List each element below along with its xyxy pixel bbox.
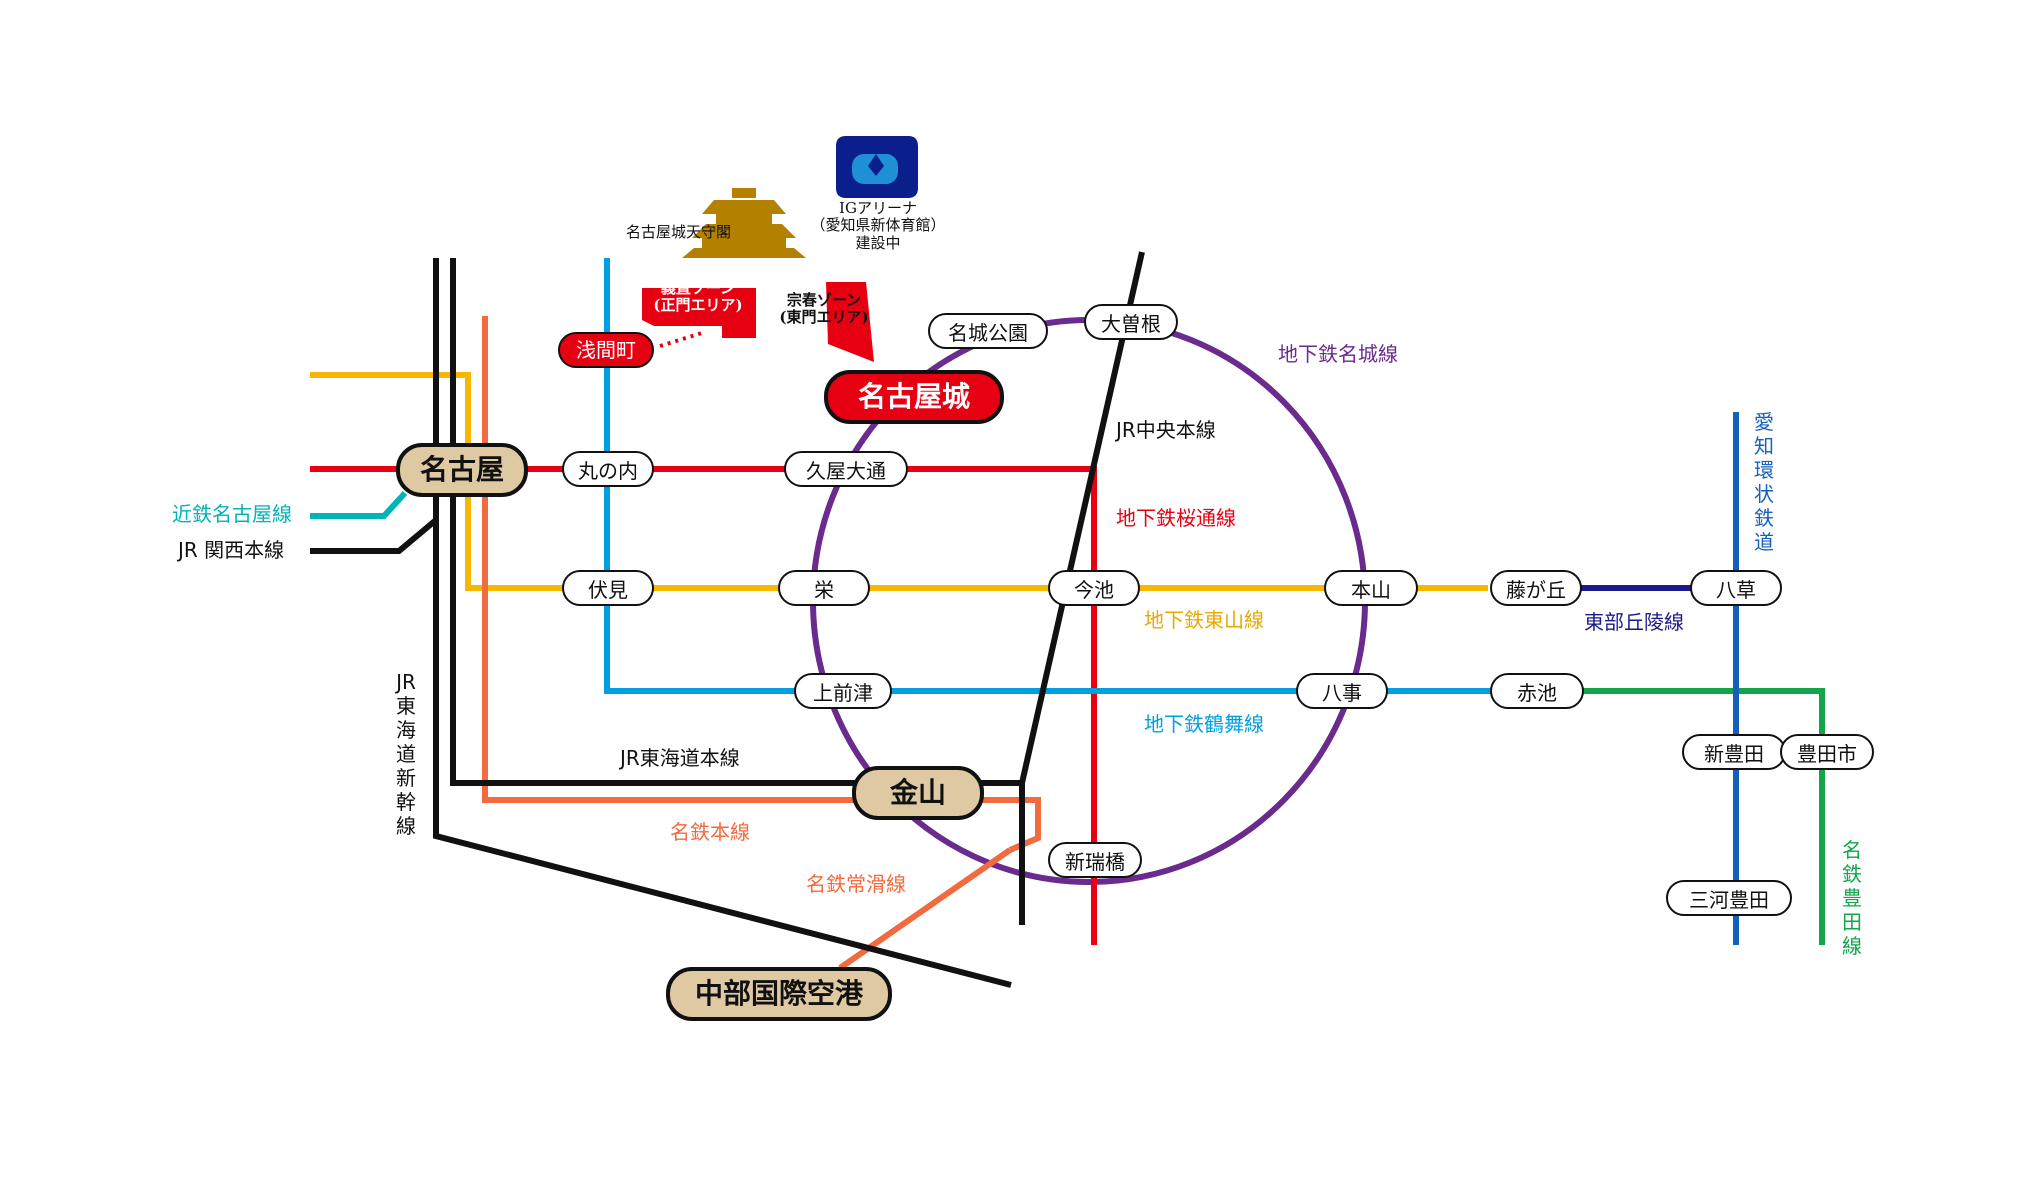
meitetsu-toyota-char: 線 [1842, 934, 1862, 958]
station-yagoto[interactable]: 八事 [1296, 673, 1388, 709]
ig-arena-label: IGアリーナ （愛知県新体育館） 建設中 [806, 199, 950, 252]
station-hisaya-odori[interactable]: 久屋大通 [784, 451, 908, 487]
shinkansen-char: 海 [396, 718, 416, 742]
castle-keep-icon [682, 188, 806, 258]
yoshinao-zone-label: 義直ゾーン (正門エリア) [646, 279, 750, 315]
tobu-kyuryo-line-label: 東部丘陵線 [1584, 610, 1684, 634]
muneharu-line2: (東門エリア) [779, 308, 869, 327]
station-kanayama[interactable]: 金山 [852, 766, 984, 820]
aikan-char: 状 [1754, 482, 1774, 506]
station-akaike[interactable]: 赤池 [1490, 673, 1584, 709]
meitetsu-toyota-char: 鉄 [1842, 862, 1862, 886]
station-nagoya[interactable]: 名古屋 [396, 443, 528, 497]
muneharu-zone-flag [826, 282, 874, 362]
muneharu-zone-label: 宗春ゾーン (東門エリア) [772, 291, 876, 327]
station-fujigaoka[interactable]: 藤が丘 [1490, 570, 1582, 606]
shinkansen-char: JR [396, 670, 416, 694]
meitetsu-toyota-char: 豊 [1842, 886, 1862, 910]
station-aratamabashi[interactable]: 新瑞橋 [1048, 842, 1142, 878]
station-marunouchi[interactable]: 丸の内 [562, 451, 654, 487]
station-chubu-airport[interactable]: 中部国際空港 [666, 967, 892, 1021]
station-meijo-koen[interactable]: 名城公園 [928, 313, 1048, 349]
jr-tokaido-line-label: JR東海道本線 [620, 746, 740, 770]
muneharu-line1: 宗春ゾーン [786, 291, 862, 309]
station-sengencho[interactable]: 浅間町 [558, 332, 654, 368]
jr-chuo-line-label: JR中央本線 [1116, 418, 1216, 442]
jr-shinkansen-line [433, 258, 1012, 988]
meitetsu-toyota-line-label: 名 鉄 豊 田 線 [1840, 838, 1864, 958]
higashiyama-line-label: 地下鉄東山線 [1144, 608, 1264, 632]
tsurumai-line [604, 258, 1582, 694]
aikan-char: 知 [1754, 434, 1774, 458]
meitetsu-main-line [482, 316, 1041, 853]
yoshinao-zone-flag [642, 288, 756, 338]
shinkansen-line-label: JR 東 海 道 新 幹 線 [394, 670, 418, 838]
station-fushimi[interactable]: 伏見 [562, 570, 654, 606]
tenshukaku-label: 名古屋城天守閣 [626, 223, 732, 241]
aikan-char: 愛 [1754, 410, 1774, 434]
jr-tokaido-line [450, 258, 1025, 925]
meitetsu-tokoname-line-label: 名鉄常滑線 [806, 872, 906, 896]
station-ozone[interactable]: 大曽根 [1084, 304, 1178, 340]
station-mikawa-toyota[interactable]: 三河豊田 [1666, 880, 1792, 916]
walk-connector [659, 330, 706, 348]
meijo-line-label: 地下鉄名城線 [1278, 342, 1398, 366]
station-yagusa[interactable]: 八草 [1690, 570, 1782, 606]
station-shin-toyota[interactable]: 新豊田 [1682, 734, 1786, 770]
ig-arena-line1: IGアリーナ [839, 199, 917, 217]
station-imaike[interactable]: 今池 [1048, 570, 1140, 606]
arena-icon [836, 136, 918, 198]
yoshinao-line2: (正門エリア) [653, 296, 743, 315]
aikan-char: 道 [1754, 530, 1774, 554]
aikan-char: 鉄 [1754, 506, 1774, 530]
shinkansen-char: 東 [396, 694, 416, 718]
station-nagoyajo[interactable]: 名古屋城 [824, 370, 1004, 424]
yoshinao-line1: 義直ゾーン [660, 279, 736, 297]
aikan-char: 環 [1754, 458, 1774, 482]
jr-chuo-line [1019, 251, 1145, 784]
shinkansen-char: 道 [396, 742, 416, 766]
station-toyotashi[interactable]: 豊田市 [1780, 734, 1874, 770]
kintetsu-line-label: 近鉄名古屋線 [172, 502, 292, 526]
meitetsu-main-line-label: 名鉄本線 [670, 820, 750, 844]
jr-kansai-line [310, 517, 438, 554]
shinkansen-char: 幹 [396, 790, 416, 814]
shinkansen-char: 新 [396, 766, 416, 790]
meitetsu-toyota-char: 名 [1842, 838, 1862, 862]
station-sakae[interactable]: 栄 [778, 570, 870, 606]
meitetsu-toyota-char: 田 [1842, 910, 1862, 934]
station-motoyama[interactable]: 本山 [1324, 570, 1418, 606]
kintetsu-line [310, 490, 408, 519]
sakuradori-line-label: 地下鉄桜通線 [1116, 506, 1236, 530]
station-kamimaezu[interactable]: 上前津 [794, 673, 892, 709]
shinkansen-char: 線 [396, 814, 416, 838]
aikan-line-label: 愛 知 環 状 鉄 道 [1752, 410, 1776, 554]
ig-arena-line2: （愛知県新体育館） [810, 216, 946, 235]
meitetsu-toyota-line [1582, 688, 1825, 945]
jr-kansai-line-label: JR 関西本線 [178, 538, 285, 562]
ig-arena-line3: 建設中 [855, 233, 901, 252]
tsurumai-line-label: 地下鉄鶴舞線 [1144, 712, 1264, 736]
